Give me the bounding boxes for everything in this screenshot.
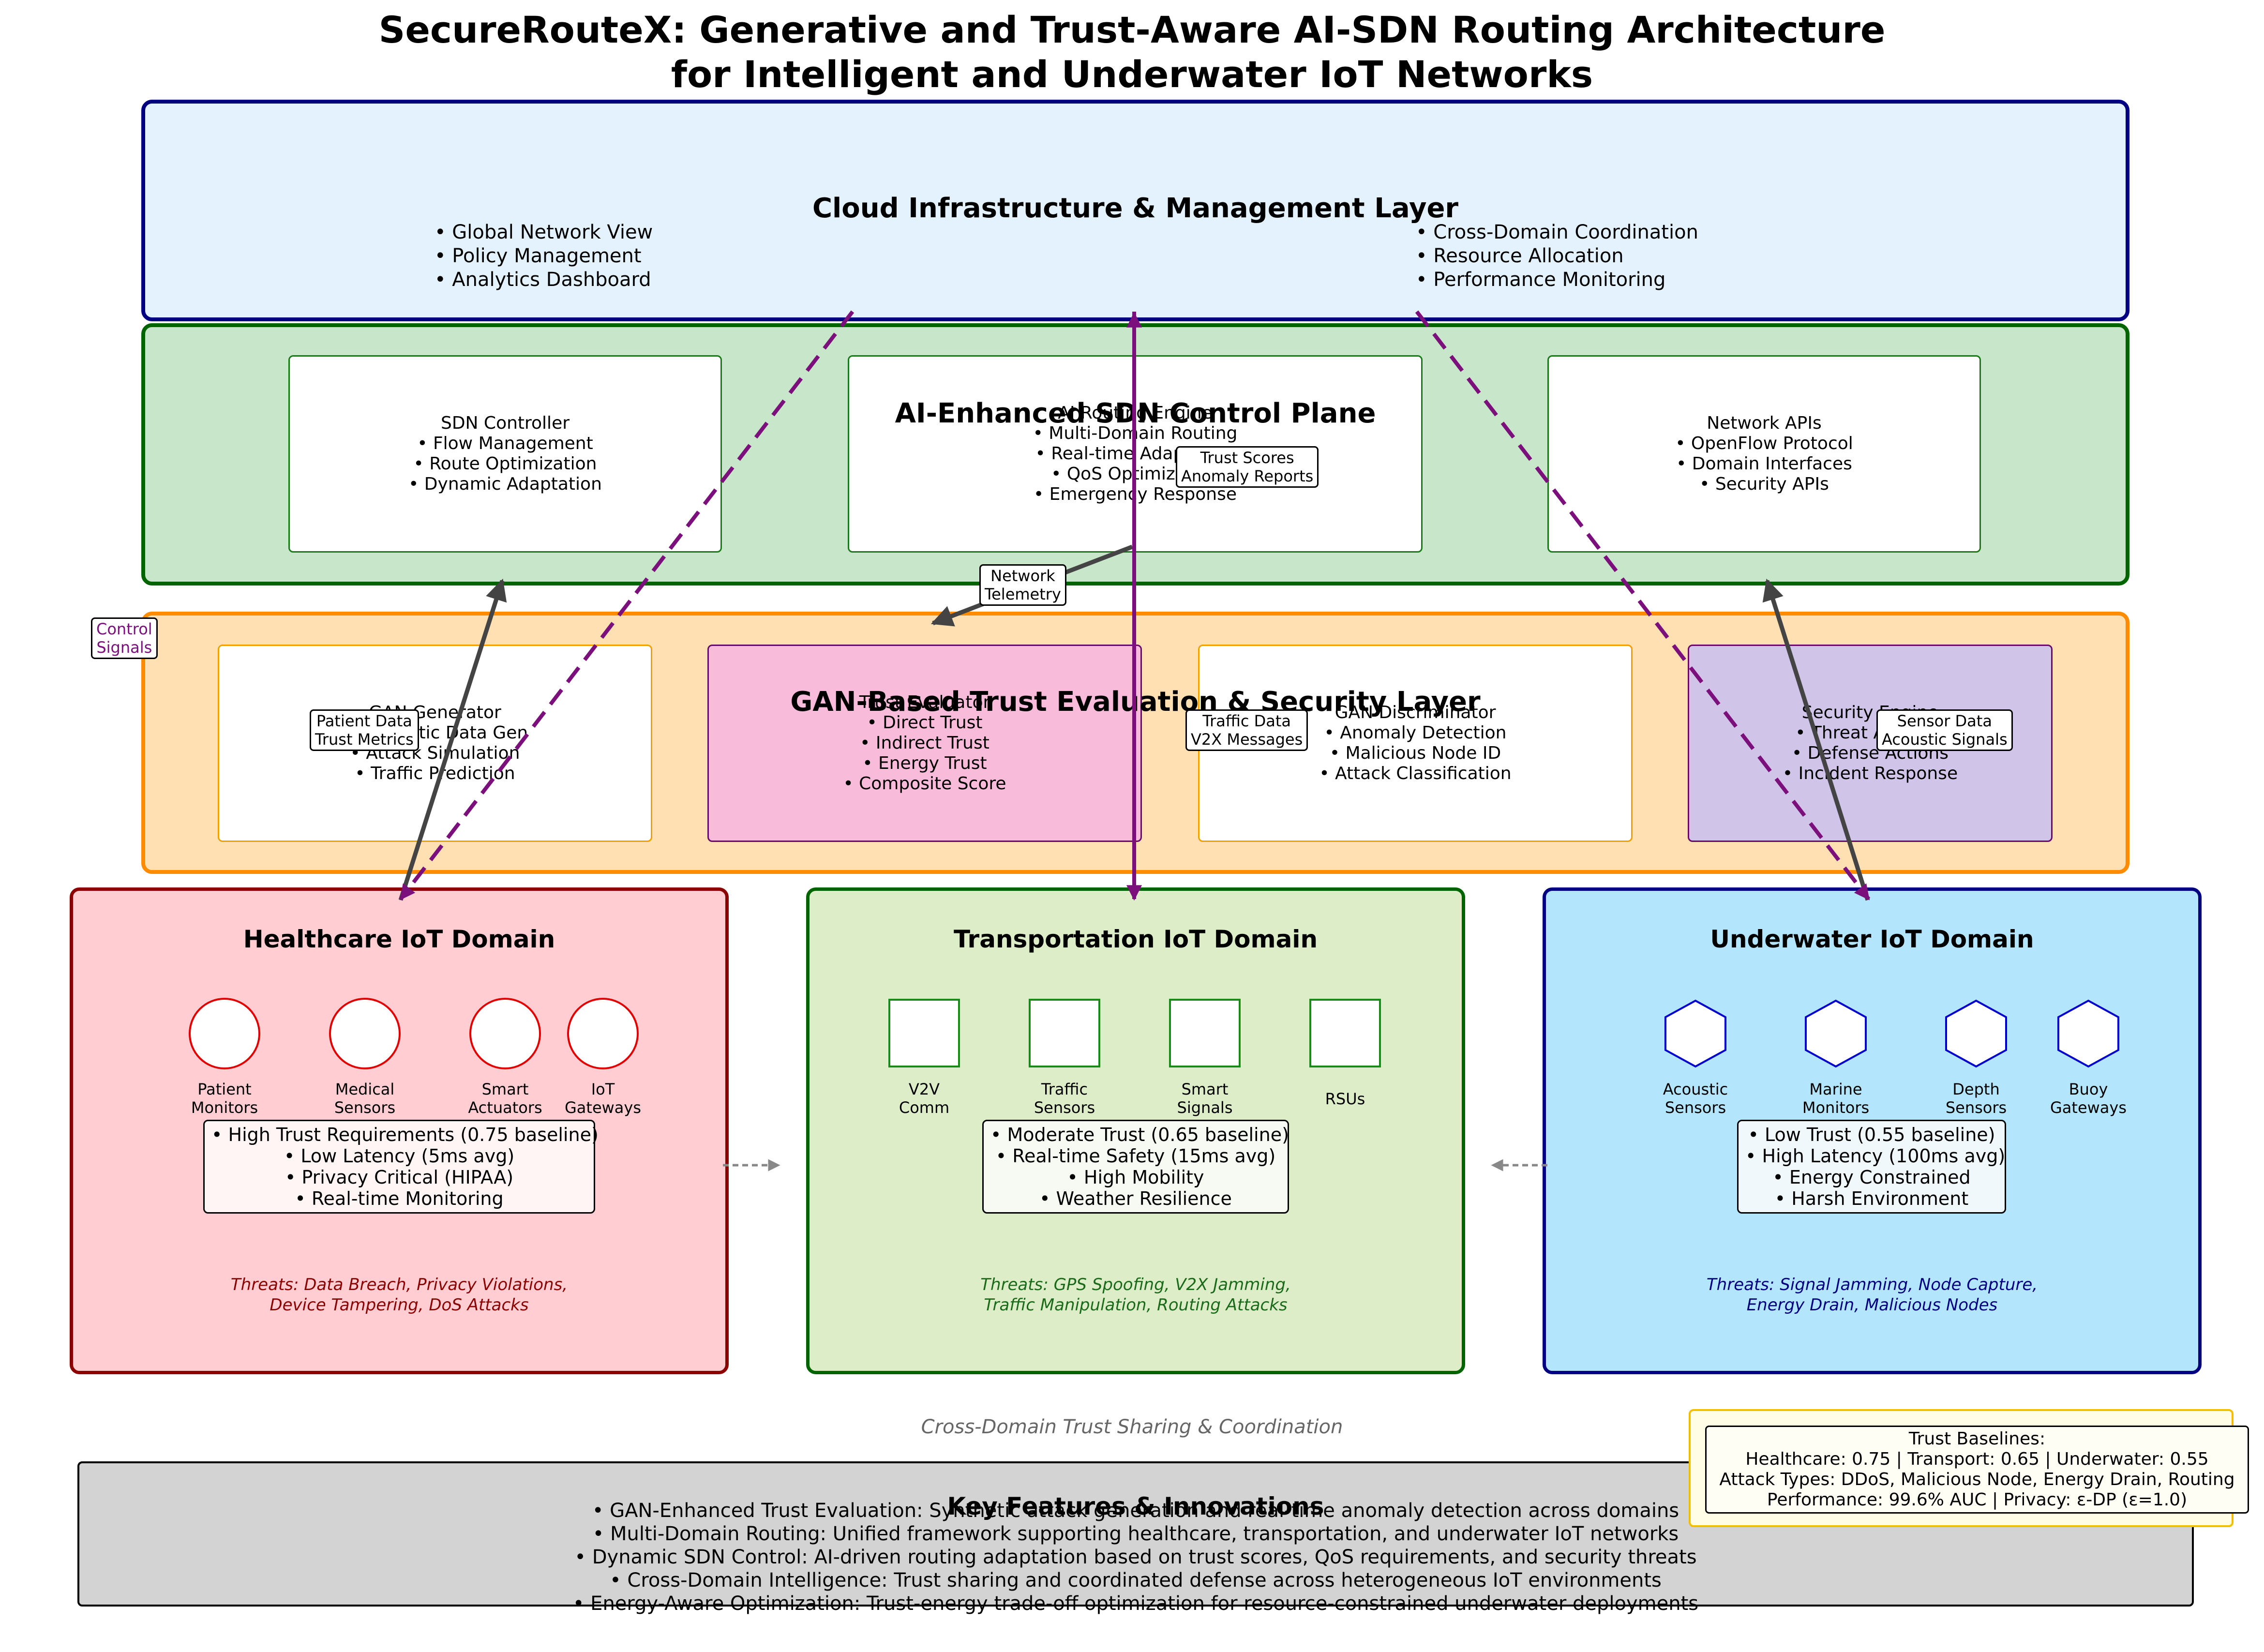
depth-sensor-node	[1945, 999, 2007, 1068]
smart-actuator-node	[469, 998, 541, 1069]
underwater-devices	[1664, 999, 2119, 1068]
healthcare-threats: Threats: Data Breach, Privacy Violations…	[230, 1275, 568, 1315]
device-label: Acoustic Sensors	[1663, 1080, 1728, 1117]
underwater-requirements: • Low Trust (0.55 baseline) • High Laten…	[1737, 1120, 2006, 1214]
device-label: IoT Gateways	[564, 1080, 642, 1117]
device-label: Traffic Sensors	[1034, 1080, 1095, 1117]
patient-data-label: Patient Data Trust Metrics	[310, 709, 419, 751]
sensor-data-label: Sensor Data Acoustic Signals	[1876, 709, 2013, 751]
network-telemetry-label: Network Telemetry	[979, 564, 1066, 606]
key-features-list: • GAN-Enhanced Trust Evaluation: Synthet…	[572, 1500, 1699, 1615]
device-label: Medical Sensors	[334, 1080, 396, 1117]
cloud-right-bullets: • Cross-Domain Coordination • Resource A…	[1416, 221, 1698, 291]
traffic-data-label: Traffic Data V2X Messages	[1185, 709, 1308, 751]
marine-monitor-node	[1805, 999, 1867, 1068]
control-arrow-healthcare	[399, 310, 855, 901]
device-label: RSUs	[1325, 1090, 1365, 1108]
device-label: Smart Actuators	[468, 1080, 542, 1117]
traffic-sensor-node	[1029, 999, 1100, 1067]
cloud-layer-title: Cloud Infrastructure & Management Layer	[812, 193, 1459, 224]
device-label: Marine Monitors	[1802, 1080, 1870, 1117]
cloud-left-bullets: • Global Network View • Policy Managemen…	[435, 221, 653, 291]
iot-gateway-node	[567, 998, 639, 1069]
transportation-devices	[888, 999, 1381, 1067]
device-label: Patient Monitors	[191, 1080, 258, 1117]
buoy-gateway-node	[2057, 999, 2119, 1068]
page-title: SecureRouteX: Generative and Trust-Aware…	[378, 8, 1886, 96]
trust-evaluator-box: Trust Evaluator • Direct Trust • Indirec…	[707, 645, 1142, 842]
arrow-healthcare-to-sdn	[398, 578, 507, 901]
sdn-controller-box: SDN Controller • Flow Management • Route…	[288, 355, 722, 553]
rsu-node	[1309, 999, 1381, 1067]
patient-monitor-node	[189, 998, 260, 1069]
transportation-domain-title: Transportation IoT Domain	[953, 925, 1318, 953]
trust-scores-label: Trust Scores Anomaly Reports	[1176, 446, 1319, 488]
underwater-domain-title: Underwater IoT Domain	[1710, 925, 2034, 953]
underwater-threats: Threats: Signal Jamming, Node Capture, E…	[1706, 1275, 2038, 1315]
arrow-underwater-to-sdn	[1762, 578, 1870, 901]
device-label: Depth Sensors	[1945, 1080, 2007, 1117]
cloud-layer	[141, 100, 2129, 321]
acoustic-sensor-node	[1664, 999, 1726, 1068]
transportation-threats: Threats: GPS Spoofing, V2X Jamming, Traf…	[980, 1275, 1291, 1315]
control-arrow-underwater	[1415, 310, 1871, 901]
device-label: Smart Signals	[1177, 1080, 1233, 1117]
network-apis-box: Network APIs • OpenFlow Protocol • Domai…	[1547, 355, 1981, 553]
trust-baselines-box: Trust Baselines: Healthcare: 0.75 | Tran…	[1705, 1426, 2249, 1514]
key-features-title: Key Features & Innovations	[947, 1492, 1324, 1520]
medical-sensor-node	[329, 998, 401, 1069]
healthcare-requirements: • High Trust Requirements (0.75 baseline…	[203, 1120, 599, 1214]
device-label: V2V Comm	[899, 1080, 950, 1117]
cross-domain-label: Cross-Domain Trust Sharing & Coordinatio…	[921, 1416, 1343, 1438]
v2v-comm-node	[888, 999, 960, 1067]
healthcare-domain-title: Healthcare IoT Domain	[243, 925, 555, 953]
smart-signal-node	[1169, 999, 1241, 1067]
transportation-requirements: • Moderate Trust (0.65 baseline) • Real-…	[982, 1120, 1289, 1214]
control-signals-label: Control Signals	[91, 617, 158, 659]
healthcare-devices	[189, 998, 639, 1069]
device-label: Buoy Gateways	[2050, 1080, 2127, 1117]
